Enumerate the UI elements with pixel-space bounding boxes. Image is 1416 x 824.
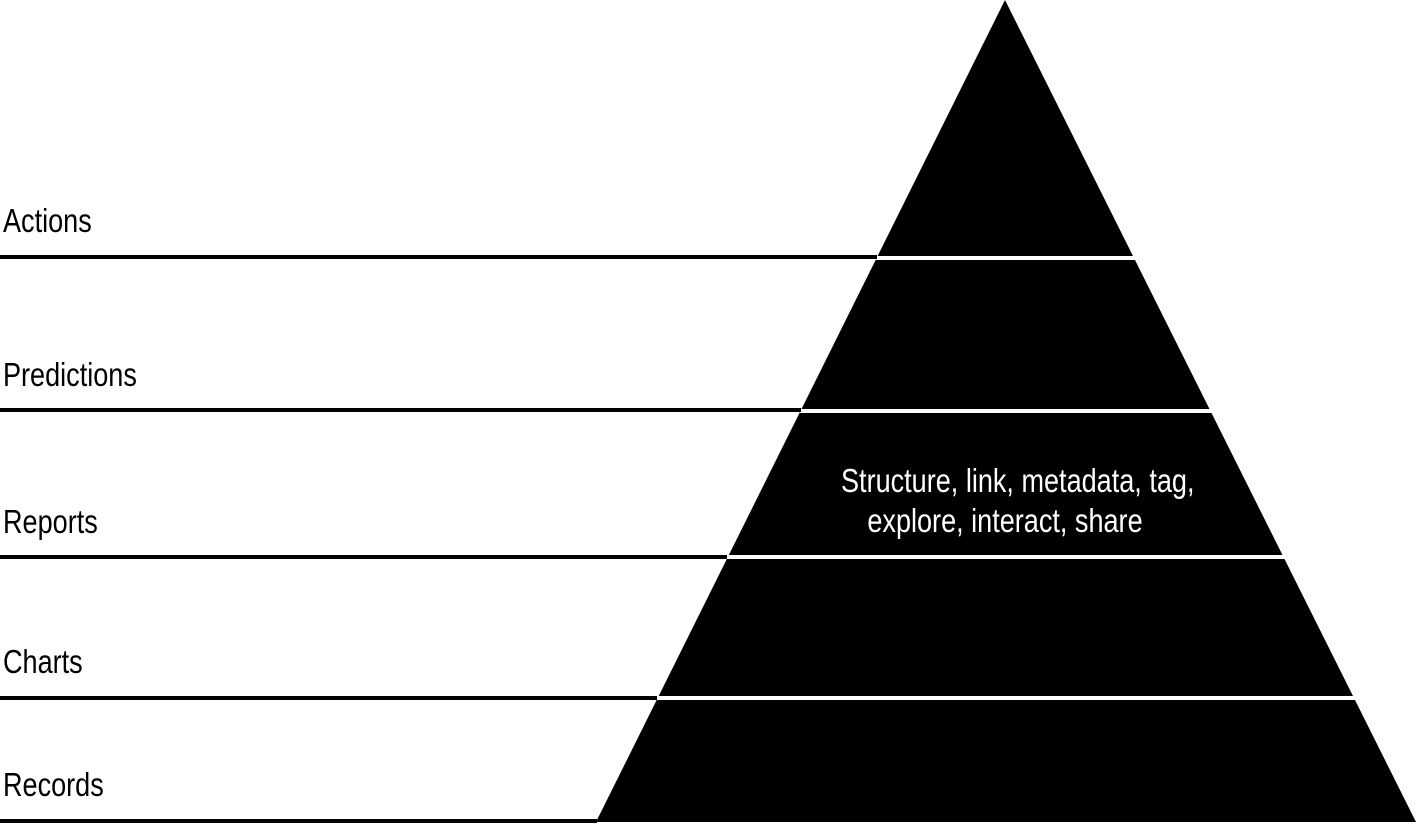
reports-band-description-line-2: explore, interact, share <box>867 502 1143 539</box>
level-label-actions: Actions <box>3 202 92 239</box>
level-label-records: Records <box>3 766 104 803</box>
reports-band-description-line-1: Structure, link, metadata, tag, <box>841 462 1195 499</box>
level-label-predictions: Predictions <box>3 356 137 393</box>
level-label-charts: Charts <box>3 643 83 680</box>
level-label-reports: Reports <box>3 503 98 540</box>
